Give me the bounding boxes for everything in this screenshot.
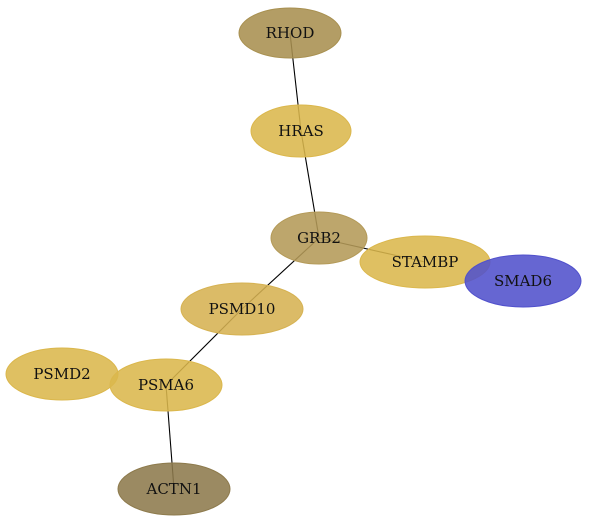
node-label-psmd10: PSMD10: [209, 300, 276, 318]
node-label-rhod: RHOD: [266, 24, 315, 42]
node-shape-rhod[interactable]: [238, 7, 342, 59]
node-psmd2[interactable]: PSMD2: [5, 347, 119, 401]
node-label-smad6: SMAD6: [494, 272, 552, 290]
node-label-actn1: ACTN1: [146, 480, 202, 498]
node-label-psma6: PSMA6: [138, 376, 194, 394]
node-grb2[interactable]: GRB2: [270, 211, 368, 265]
node-label-hras: HRAS: [278, 122, 323, 140]
node-shape-psmd10[interactable]: [180, 282, 304, 336]
node-actn1[interactable]: ACTN1: [117, 462, 231, 516]
node-shape-psma6[interactable]: [109, 358, 223, 412]
node-psmd10[interactable]: PSMD10: [180, 282, 304, 336]
node-smad6[interactable]: SMAD6: [464, 254, 582, 308]
node-label-grb2: GRB2: [297, 229, 341, 247]
node-label-psmd2: PSMD2: [33, 365, 90, 383]
node-hras[interactable]: HRAS: [250, 104, 352, 158]
node-shape-grb2[interactable]: [270, 211, 368, 265]
node-stambp[interactable]: STAMBP: [359, 235, 491, 289]
node-rhod[interactable]: RHOD: [238, 7, 342, 59]
node-shape-actn1[interactable]: [117, 462, 231, 516]
node-shape-hras[interactable]: [250, 104, 352, 158]
node-psma6[interactable]: PSMA6: [109, 358, 223, 412]
node-shape-smad6[interactable]: [464, 254, 582, 308]
node-label-stambp: STAMBP: [392, 253, 459, 271]
